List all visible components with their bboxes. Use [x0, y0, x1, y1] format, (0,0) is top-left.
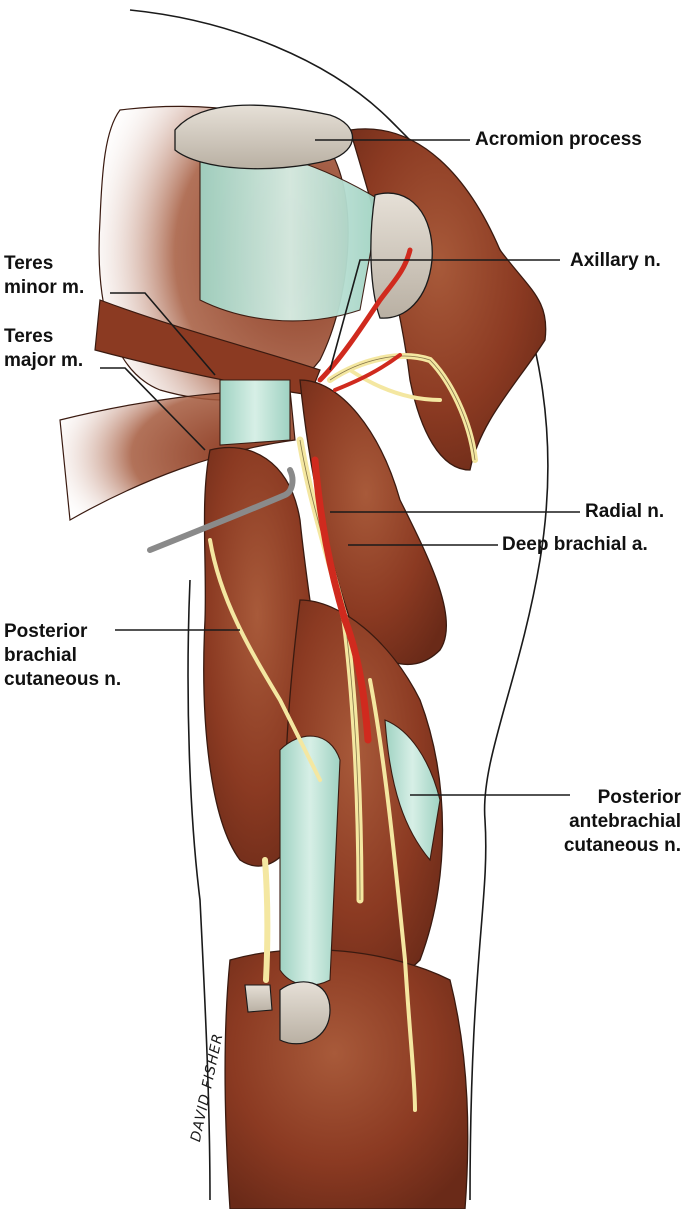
epicondyle-bone	[244, 984, 273, 1013]
posterior-circumflex-artery	[317, 247, 413, 383]
label-posterior-antebrachial-line-1: Posterior	[597, 787, 681, 808]
label-posterior-antebrachial-line-3: cutaneous n.	[563, 835, 681, 856]
label-teres-minor-line-1: Teres	[4, 253, 54, 274]
posterior-antebrachial-cutaneous-nerve	[368, 678, 417, 1112]
lower-lateral-nerve	[262, 857, 271, 983]
label-teres-major-line-1: Teres	[4, 326, 54, 347]
leader-axillary	[329, 259, 560, 371]
label-teres-major: Teres major m.	[4, 325, 83, 373]
label-posterior-brachial-cutaneous: Posterior brachial cutaneous n.	[4, 620, 121, 692]
label-teres-major-line-2: major m.	[4, 350, 84, 371]
label-axillary-nerve: Axillary n.	[570, 250, 661, 271]
rotator-cuff-tendon	[199, 147, 381, 322]
posterior-brachial-cutaneous-nerve	[208, 538, 322, 782]
circumflex-artery-branch	[333, 353, 402, 392]
label-posterior-brachial-line-1: Posterior	[4, 621, 88, 642]
arteries	[311, 247, 413, 744]
skin-outline-right	[469, 249, 549, 1201]
deep-brachial-artery-path	[311, 456, 372, 744]
acromion-bone	[174, 104, 354, 170]
leader-teres-major	[100, 367, 206, 451]
axillary-nerve-branch	[348, 368, 442, 402]
label-radial-nerve: Radial n.	[585, 501, 665, 522]
retractor-hook	[147, 467, 296, 553]
leader-lines	[100, 139, 580, 796]
label-acromion-process: Acromion process	[475, 129, 642, 150]
label-teres-minor: Teres minor m.	[4, 252, 84, 300]
leader-teres-minor	[110, 292, 216, 376]
label-teres-minor-line-2: minor m.	[4, 277, 85, 298]
humeral-head-bone	[370, 192, 433, 319]
triceps-tendon	[279, 735, 341, 986]
label-deep-brachial-artery: Deep brachial a.	[502, 534, 648, 555]
teres-tendon-band	[219, 379, 291, 446]
label-posterior-antebrachial-cutaneous: Posterior antebrachial cutaneous n.	[564, 786, 681, 858]
skin-outline-left	[187, 579, 211, 1201]
label-posterior-brachial-line-2: brachial	[4, 645, 77, 666]
olecranon-bone	[279, 981, 331, 1045]
label-posterior-brachial-line-3: cutaneous n.	[4, 669, 122, 690]
label-posterior-antebrachial-line-2: antebrachial	[569, 811, 681, 832]
lateral-tendon	[384, 719, 441, 862]
